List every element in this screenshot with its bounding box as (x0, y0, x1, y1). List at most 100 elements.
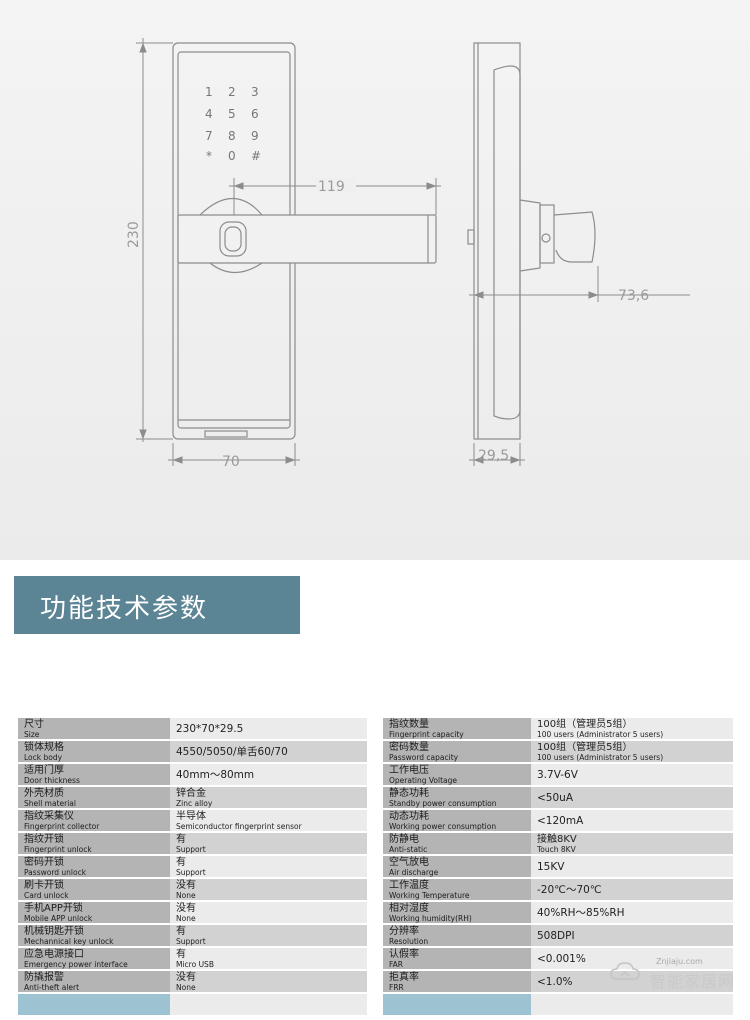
spec-label-cn: 工作电压 (389, 764, 429, 776)
spec-value-en: Zinc alloy (176, 798, 213, 808)
spec-value-en: Support (176, 867, 206, 877)
spec-value-en: None (176, 982, 196, 992)
spec-value-cn: 100组（管理员5组） (537, 718, 633, 730)
spec-label-en: Anti-theft alert (24, 982, 80, 992)
spec-value-text: <1.0% (537, 975, 573, 988)
spec-label-en: Working humidity(RH) (389, 913, 472, 923)
spec-label-en: Size (24, 729, 40, 739)
spec-value-cn: 没有 (176, 879, 196, 891)
spec-label-cn: 应急电源接口 (24, 948, 84, 960)
spec-value: 4550/5050/单舌60/70 (170, 740, 367, 764)
spec-label-en: Card unlock (24, 890, 69, 900)
spec-row-blank (383, 993, 733, 1017)
spec-label-en: Fingerprint unlock (24, 844, 92, 854)
spec-value-cn: 没有 (176, 971, 196, 983)
dimension-lines (136, 38, 441, 466)
cloud-house-icon (610, 962, 640, 980)
side-view (467, 42, 596, 440)
dim-width-label: 70 (222, 454, 240, 470)
spec-value-cn: 接触8KV (537, 833, 577, 845)
spec-label-cn: 密码开锁 (24, 856, 64, 868)
blank-cell (383, 993, 531, 1017)
spec-label-en: FRR (389, 982, 404, 992)
spec-value-text: <0.001% (537, 952, 586, 965)
spec-label-en: Air discharge (389, 867, 439, 877)
spec-label-en: Working Temperature (389, 890, 470, 900)
spec-value-text: 508DPI (537, 929, 575, 942)
spec-label-cn: 适用门厚 (24, 764, 64, 776)
spec-label-cn: 防静电 (389, 833, 419, 845)
spec-value-text: 3.7V-6V (537, 768, 578, 781)
spec-value-en: Support (176, 936, 206, 946)
spec-label-en: FAR (389, 959, 403, 969)
spec-value-en: 100 users (Administrator 5 users) (537, 729, 664, 739)
spec-label-en: Mechannical key unlock (24, 936, 114, 946)
key-0: 0 (228, 149, 236, 163)
spec-value-text: 40mm～80mm (176, 768, 255, 781)
blank-cell (531, 993, 733, 1017)
spec-value-text: -20℃～70℃ (537, 883, 602, 896)
spec-value: 15KV (531, 855, 733, 879)
spec-value-text: <50uA (537, 791, 573, 804)
spec-value-cn: 有 (176, 948, 186, 960)
dim-side-depth-label: 73,6 (618, 288, 649, 304)
key-6: 6 (251, 107, 259, 121)
key-9: 9 (251, 129, 259, 143)
spec-label-cn: 机械钥匙开锁 (24, 925, 84, 937)
spec-value-en: Touch 8KV (537, 844, 576, 854)
spec-label-en: Operating Voltage (389, 775, 458, 785)
spec-label-cn: 静态功耗 (389, 787, 429, 799)
spec-value-text: 15KV (537, 860, 565, 873)
spec-value-en: Micro USB (176, 959, 214, 969)
spec-value: 100组（管理员5组）100 users (Administrator 5 us… (531, 718, 733, 741)
keypad: 1 2 3 4 5 6 7 8 9 * 0 # (205, 85, 261, 163)
spec-value: <120mA (531, 809, 733, 833)
spec-label-en: Emergency power interface (24, 959, 128, 969)
spec-row-blank (18, 993, 367, 1017)
spec-value-cn: 没有 (176, 902, 196, 914)
spec-label-cn: 空气放电 (389, 856, 429, 868)
watermark-url: Znjiaju.com (656, 957, 703, 966)
spec-value: 508DPI (531, 924, 733, 948)
spec-value-en: None (176, 890, 196, 900)
spec-label-cn: 指纹数量 (389, 718, 429, 730)
spec-value: 40%RH～85%RH (531, 901, 733, 925)
spec-label-cn: 拒真率 (389, 971, 419, 983)
side-dimension-lines (469, 266, 690, 466)
spec-value-text: 230*70*29.5 (176, 722, 244, 735)
spec-value-en: 100 users (Administrator 5 users) (537, 752, 664, 762)
spec-label-cn: 防撬报警 (24, 971, 64, 983)
